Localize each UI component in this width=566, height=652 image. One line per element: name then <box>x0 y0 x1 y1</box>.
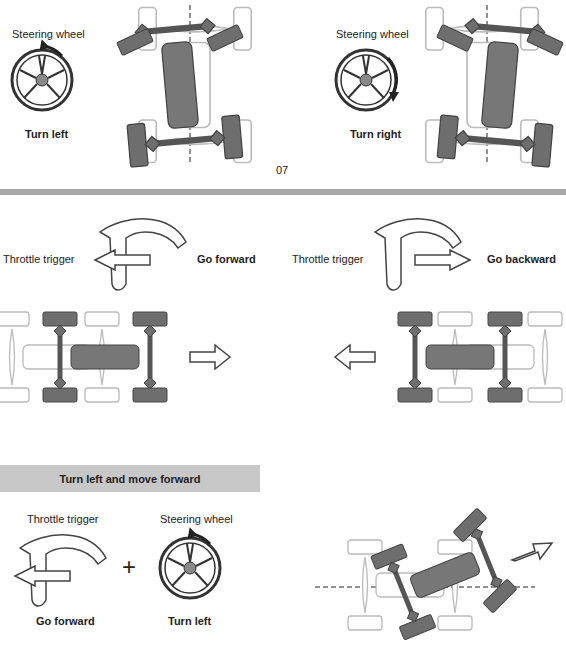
action-label: Go forward <box>36 615 95 628</box>
page-number: 07 <box>276 164 288 177</box>
plus-sign: + <box>122 553 136 582</box>
label-text: Steering wheel <box>336 28 409 41</box>
action-label: Turn left <box>25 128 68 141</box>
heading-text: Turn left and move forward <box>60 473 201 485</box>
label-text: Steering wheel <box>12 28 85 41</box>
heading-band: Turn left and move forward <box>0 465 260 492</box>
label-text: Throttle trigger <box>3 253 75 266</box>
action-label: Go backward <box>487 253 556 266</box>
label-text: Throttle trigger <box>27 513 99 526</box>
label-text: Steering wheel <box>160 513 233 526</box>
action-label: Turn right <box>350 128 401 141</box>
action-label: Go forward <box>197 253 256 266</box>
action-label: Turn left <box>168 615 211 628</box>
label-text: Throttle trigger <box>292 253 364 266</box>
